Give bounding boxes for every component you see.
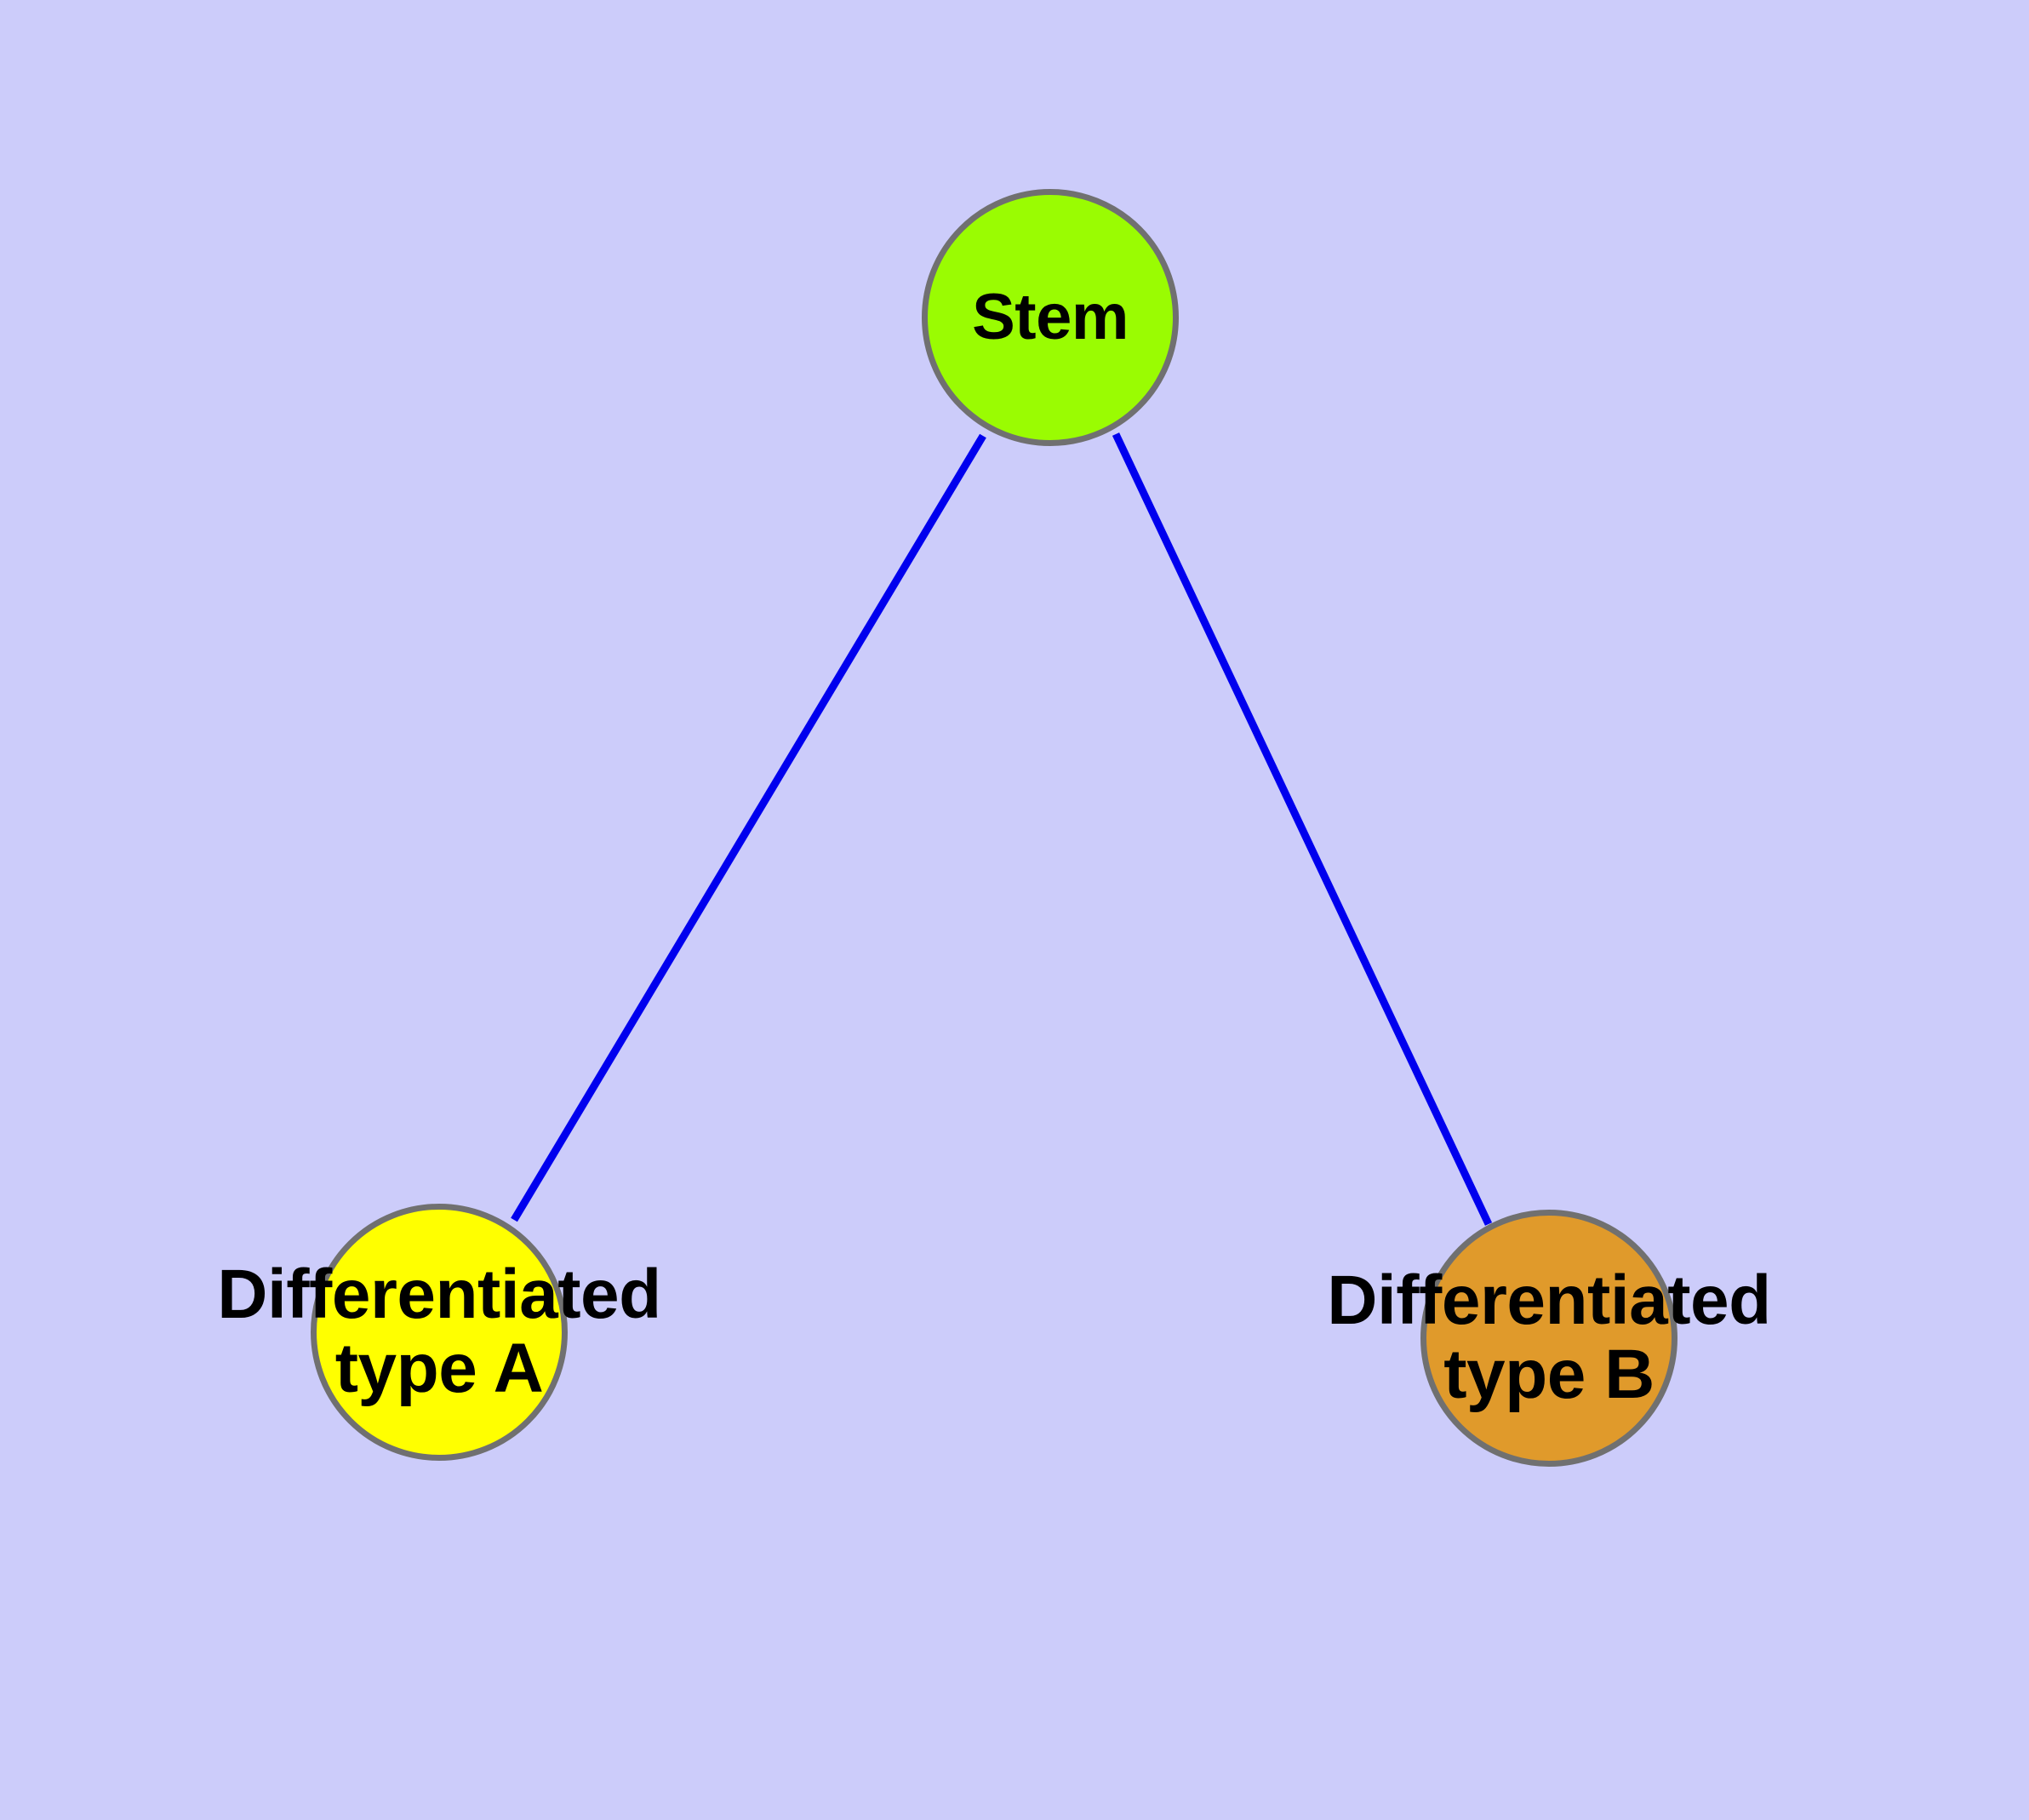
edge-layer (511, 432, 1493, 1226)
node-circle-differentiated-type-a[interactable] (311, 1204, 568, 1461)
node-circle-stem[interactable] (922, 189, 1179, 446)
edge-stem-to-differentiated-type-a (511, 433, 986, 1222)
node-layer (311, 189, 1677, 1467)
edge-stem-to-differentiated-type-b (1112, 432, 1493, 1226)
node-circle-differentiated-type-b[interactable] (1420, 1210, 1677, 1467)
